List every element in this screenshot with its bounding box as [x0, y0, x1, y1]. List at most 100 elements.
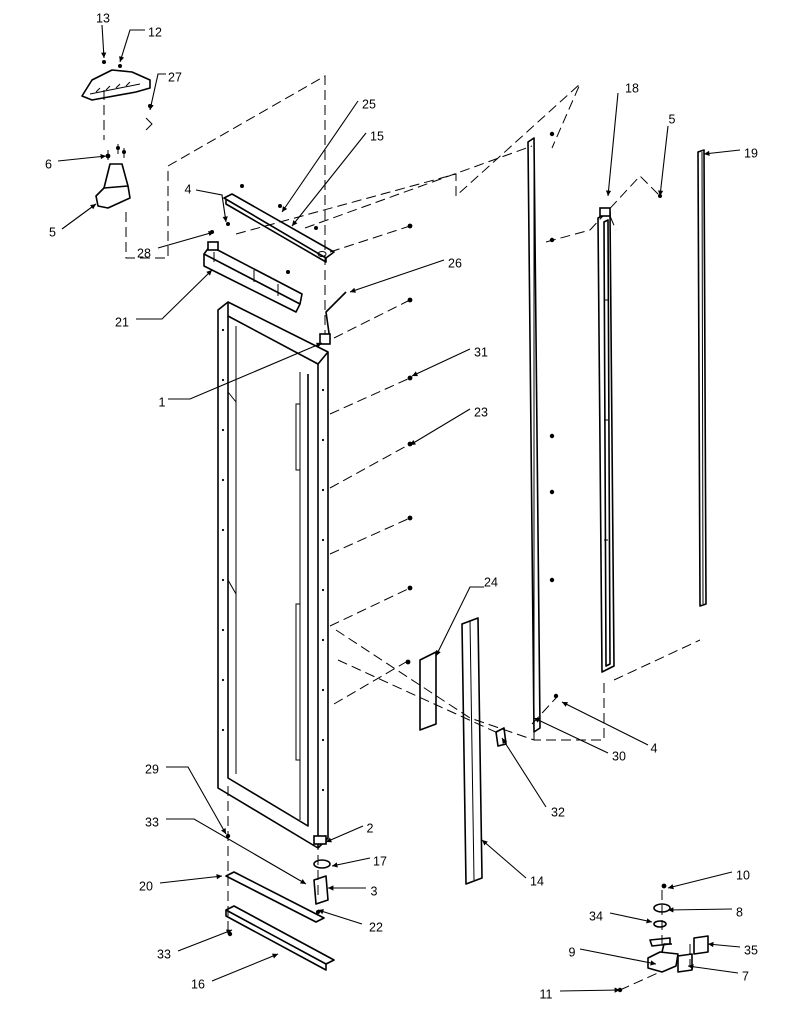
callout-c33b: 33 — [157, 929, 233, 961]
callout-arrowhead — [436, 650, 441, 656]
top-hinge-cover — [81, 60, 151, 101]
callout-label: 17 — [373, 854, 387, 868]
clip — [495, 727, 507, 747]
callout-c34: 34 — [589, 909, 653, 924]
lower-door-parts — [225, 833, 335, 971]
callout-arrowhead — [326, 837, 332, 843]
callout-arrowhead — [100, 153, 106, 160]
callout-arrowhead — [614, 987, 620, 993]
callout-leader-line — [703, 149, 741, 155]
callout-label: 22 — [369, 920, 383, 934]
callout-arrowhead — [708, 941, 714, 948]
callout-leader-line — [687, 965, 739, 974]
callout-arrowhead — [562, 702, 568, 707]
callout-arrowhead — [482, 840, 488, 846]
callout-leader-line — [149, 73, 166, 111]
callout-label: 5 — [669, 112, 676, 126]
callout-c28: 28 — [137, 230, 215, 260]
callout-arrowhead — [90, 204, 96, 210]
callout-arrowhead — [119, 56, 125, 62]
callout-arrowhead — [646, 918, 652, 924]
callout-label: 3 — [371, 884, 378, 898]
callout-leader-line — [659, 125, 669, 197]
door-frame — [217, 301, 329, 849]
callout-label: 25 — [362, 97, 376, 111]
callout-c32: 32 — [501, 737, 565, 819]
callout-c23: 23 — [409, 405, 488, 446]
callout-label: 2 — [367, 821, 374, 835]
callout-c29: 29 — [145, 762, 227, 835]
callout-leader-line — [667, 871, 733, 889]
callout-arrowhead — [282, 206, 288, 212]
top-bracket — [203, 222, 303, 313]
callout-leader-line — [331, 857, 371, 867]
callout-label: 31 — [474, 345, 488, 359]
callout-arrowhead — [226, 929, 232, 935]
callout-c14: 14 — [481, 839, 544, 888]
callout-label: 20 — [139, 879, 153, 893]
callout-label: 18 — [625, 81, 639, 95]
callout-c5a: 5 — [49, 203, 97, 239]
callout-arrowhead — [410, 439, 416, 445]
callout-label: 30 — [612, 749, 626, 763]
callout-label: 16 — [191, 977, 205, 991]
callout-c3: 3 — [328, 884, 378, 898]
frame-dots — [221, 328, 325, 792]
callout-c33a: 33 — [145, 815, 307, 885]
callout-leader-line — [409, 408, 471, 446]
callout-c25: 25 — [281, 97, 376, 213]
callout-leader-line — [177, 929, 233, 952]
callout-c19: 19 — [703, 146, 758, 160]
callout-leader-line — [157, 231, 215, 249]
long-channel — [461, 617, 483, 885]
callout-arrowhead — [101, 52, 107, 58]
callout-arrowhead — [272, 953, 278, 959]
callout-arrowhead — [502, 738, 508, 744]
callout-leader-line — [195, 189, 227, 223]
vertical-trim-strip — [527, 131, 559, 733]
callout-c8: 8 — [667, 905, 743, 919]
callout-arrowhead — [208, 230, 214, 236]
callout-leader-line — [119, 29, 145, 63]
callout-leader-line — [325, 825, 364, 843]
callout-leader-line — [281, 100, 359, 213]
callout-c27: 27 — [148, 70, 182, 111]
callout-arrowhead — [148, 104, 154, 110]
callout-leader-line — [61, 203, 97, 230]
callout-c12: 12 — [119, 25, 162, 63]
callout-leader-line — [559, 989, 621, 992]
callout-label: 24 — [484, 575, 498, 589]
callout-leader-line — [435, 586, 484, 657]
top-trim-plate — [223, 184, 335, 263]
callout-arrowhead — [688, 964, 694, 970]
callout-c16: 16 — [191, 953, 279, 991]
callout-arrowhead — [206, 270, 212, 276]
callout-c17: 17 — [331, 854, 387, 868]
callout-arrowhead — [658, 190, 664, 196]
callout-leader-line — [317, 909, 363, 925]
callout-c35: 35 — [707, 941, 758, 957]
callout-leader-line — [607, 92, 619, 197]
callout-leader-line — [349, 259, 445, 293]
callout-c1: 1 — [159, 342, 323, 409]
callout-label: 28 — [137, 246, 151, 260]
callout-label: 11 — [540, 987, 553, 1001]
callout-arrowhead — [316, 342, 322, 348]
assembly-dash-lines — [103, 75, 701, 991]
callout-label: 5 — [49, 225, 56, 239]
part-callouts: 1312276542515282126131231851924430322933… — [45, 11, 758, 1001]
callout-label: 19 — [744, 146, 758, 160]
callout-leader-line — [481, 839, 527, 879]
callout-arrowhead — [412, 371, 418, 377]
callout-c6: 6 — [45, 153, 107, 171]
callout-leader-line — [168, 342, 323, 400]
callout-c13: 13 — [96, 11, 110, 59]
callout-label: 12 — [148, 25, 162, 39]
callout-c10: 10 — [667, 868, 750, 890]
side-strip — [697, 149, 707, 607]
bracket-plate — [419, 651, 437, 731]
callout-label: 21 — [115, 315, 129, 329]
callout-label: 15 — [370, 129, 384, 143]
callout-c21: 21 — [115, 269, 213, 329]
callout-label: 4 — [185, 182, 192, 196]
